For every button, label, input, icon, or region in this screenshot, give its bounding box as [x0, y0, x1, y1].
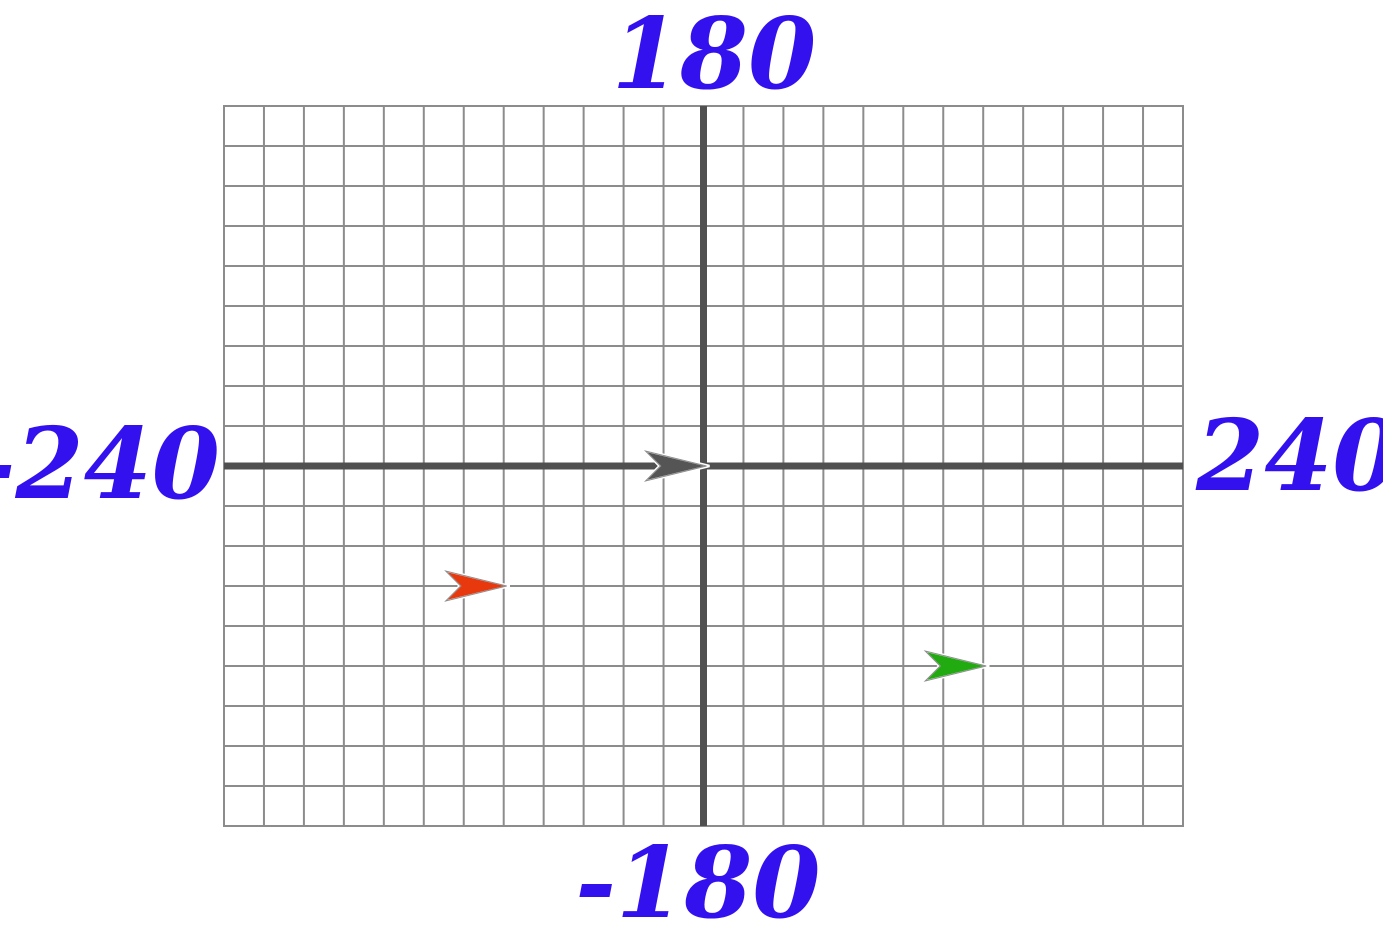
x-max-label: 240	[1195, 399, 1383, 514]
y-max-label: 180	[612, 0, 817, 112]
turtles	[439, 447, 990, 685]
red-turtle-arrow-icon	[439, 567, 511, 605]
y-min-label: -180	[575, 826, 820, 925]
gray-turtle-arrow-icon	[639, 447, 710, 485]
x-min-label: -240	[0, 407, 220, 522]
green-turtle-arrow-icon	[919, 647, 990, 685]
